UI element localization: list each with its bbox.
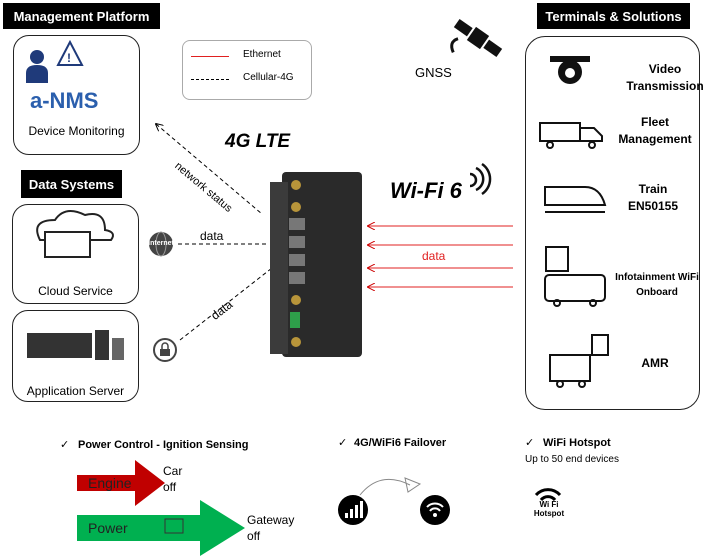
warning-icon: ! [56,39,84,66]
cloud-server-icon [36,210,114,258]
user-icon [26,50,48,83]
terminal-amr: AMR [641,356,669,370]
hotspot-icon-wifi-text: Wi Fi [539,500,559,509]
cloud-service-label: Cloud Service [38,284,113,298]
car-off-label: Car off [163,464,183,494]
terminal-fleet-management: Fleet Management [618,115,692,146]
terminals-header: Terminals & Solutions [537,3,690,29]
terminal-train: Train EN50155 [627,182,679,213]
lock-network-icon [153,338,177,362]
engine-arrow [77,460,165,506]
power-arrow [77,500,245,556]
power-label: Power [88,520,128,536]
power-control-title: Power Control - Ignition Sensing [78,439,249,451]
engine-label: Engine [88,475,132,491]
application-server-box [12,310,139,402]
failover-arrow [359,478,411,496]
wifi-data-label: data [422,249,446,263]
legend: Ethernet Cellular-4G [182,40,312,100]
legend-cellular-label: Cellular-4G [243,72,294,83]
cloud-service-box [12,204,139,304]
failover-title: 4G/WiFi6 Failover [354,437,447,449]
management-platform-header: Management Platform [3,3,160,29]
check-icon: ✓ [525,437,535,449]
wifi-icon [420,495,450,525]
server-rack-icon [27,330,124,360]
terminals-panel [525,36,700,410]
gateway-off-label: Gateway off [247,513,295,543]
terminal-video-transmission: Video Transmission [626,62,704,93]
lte-label: 4G LTE [225,131,291,152]
check-icon: ✓ [60,439,70,451]
application-server-label: Application Server [26,384,125,398]
internet-icon-label: Internet [148,240,174,247]
server-data-line [179,267,273,341]
legend-cellular-swatch [191,79,229,80]
wifi6-label: Wi-Fi 6 [390,178,462,203]
bus-icon [544,246,606,307]
hotspot-subtitle: Up to 50 end devices [525,454,619,465]
router-image [270,172,362,357]
svg-text:!: ! [67,51,71,65]
train-icon [544,186,607,213]
device-monitoring-label: Device Monitoring [28,124,125,138]
terminal-infotainment: Infotainment WiFi Onboard [615,272,699,298]
hotspot-title: WiFi Hotspot [543,437,611,449]
robot-forklift-icon [549,334,609,388]
legend-ethernet-swatch [191,56,229,57]
network-status-line [156,124,263,215]
battery-icon [164,518,184,534]
wifi-waves-icon [469,162,492,196]
hotspot-icon-sub-text: Hotspot [533,509,565,518]
device-monitoring-box [13,35,140,155]
internet-globe-icon [149,231,173,257]
check-icon: ✓ [338,437,348,449]
gnss-label: GNSS [415,65,452,80]
internet-data-label: data [200,229,224,243]
legend-ethernet-label: Ethernet [243,49,281,60]
a-nms-logo: a-NMS [30,88,99,113]
camera-icon [550,56,590,84]
truck-icon [539,122,603,149]
hotspot-icon [534,488,562,502]
data-systems-header: Data Systems [21,170,122,198]
satellite-icon [450,18,503,58]
